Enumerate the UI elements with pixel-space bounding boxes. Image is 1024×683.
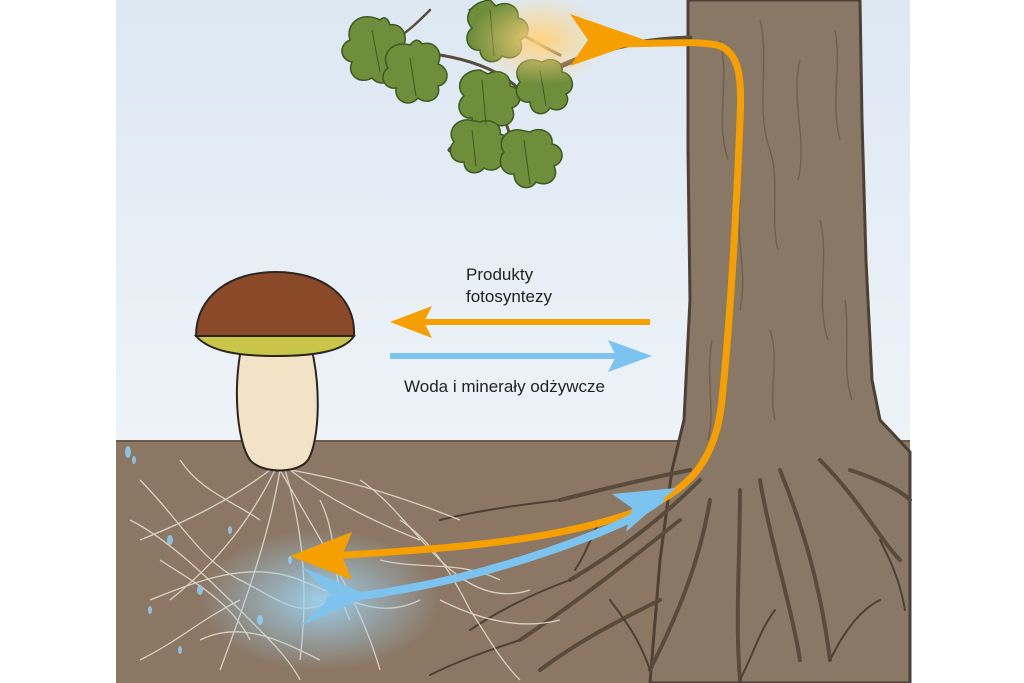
photosynthesis-flow-arrow — [290, 14, 745, 580]
boletus-mushroom-icon — [193, 270, 356, 472]
exchange-arrow-products — [390, 306, 650, 338]
water-glow — [200, 530, 440, 670]
photosynthesis-products-label-line1: Produkty — [466, 265, 534, 284]
water-flow-arrow — [300, 488, 676, 626]
water-minerals-label: Woda i minerały odżywcze — [404, 377, 605, 396]
tree-roots — [518, 458, 912, 682]
photosynthesis-products-label-line2: fotosyntezy — [466, 287, 552, 306]
photosynthesis-products-label: Produkty fotosyntezy — [466, 264, 552, 308]
exchange-arrow-water — [390, 340, 652, 372]
tree-trunk-icon — [648, 0, 912, 683]
